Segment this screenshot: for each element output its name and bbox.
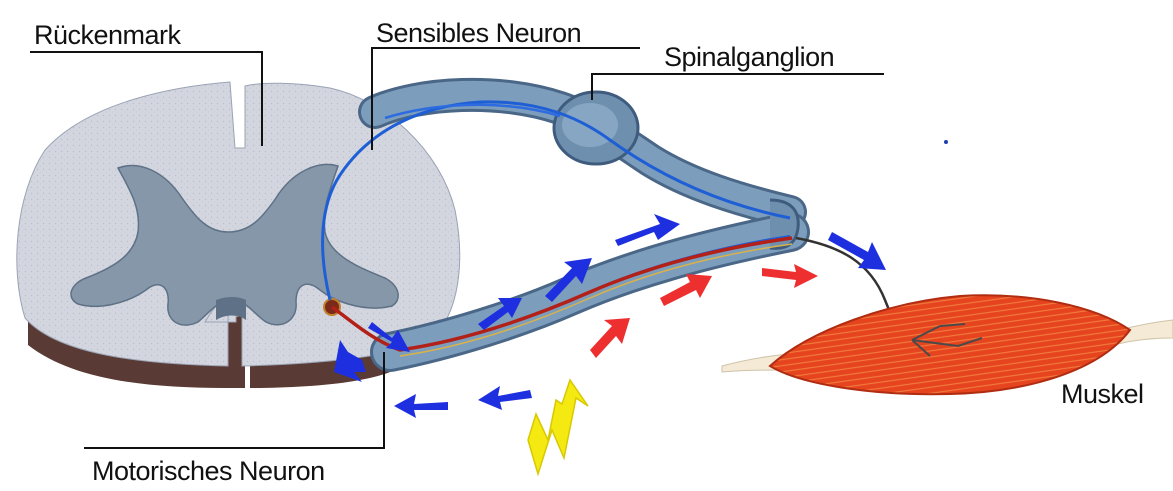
label-motor-neuron: Motorisches Neuron — [92, 458, 325, 485]
blue-arrow — [478, 386, 532, 410]
red-arrow — [590, 318, 630, 358]
label-spinal-ganglion: Spinalganglion — [664, 44, 834, 71]
label-muscle: Muskel — [1061, 381, 1144, 408]
label-spinal-cord: Rückenmark — [34, 22, 181, 49]
receptor-dot — [944, 140, 948, 144]
red-arrow — [762, 264, 818, 288]
leader-line-spinal — [592, 74, 884, 100]
lightning-bolt-icon — [528, 380, 588, 474]
muscle — [722, 140, 1173, 394]
label-sensory-neuron: Sensibles Neuron — [376, 20, 581, 47]
blue-arrow — [394, 394, 448, 418]
